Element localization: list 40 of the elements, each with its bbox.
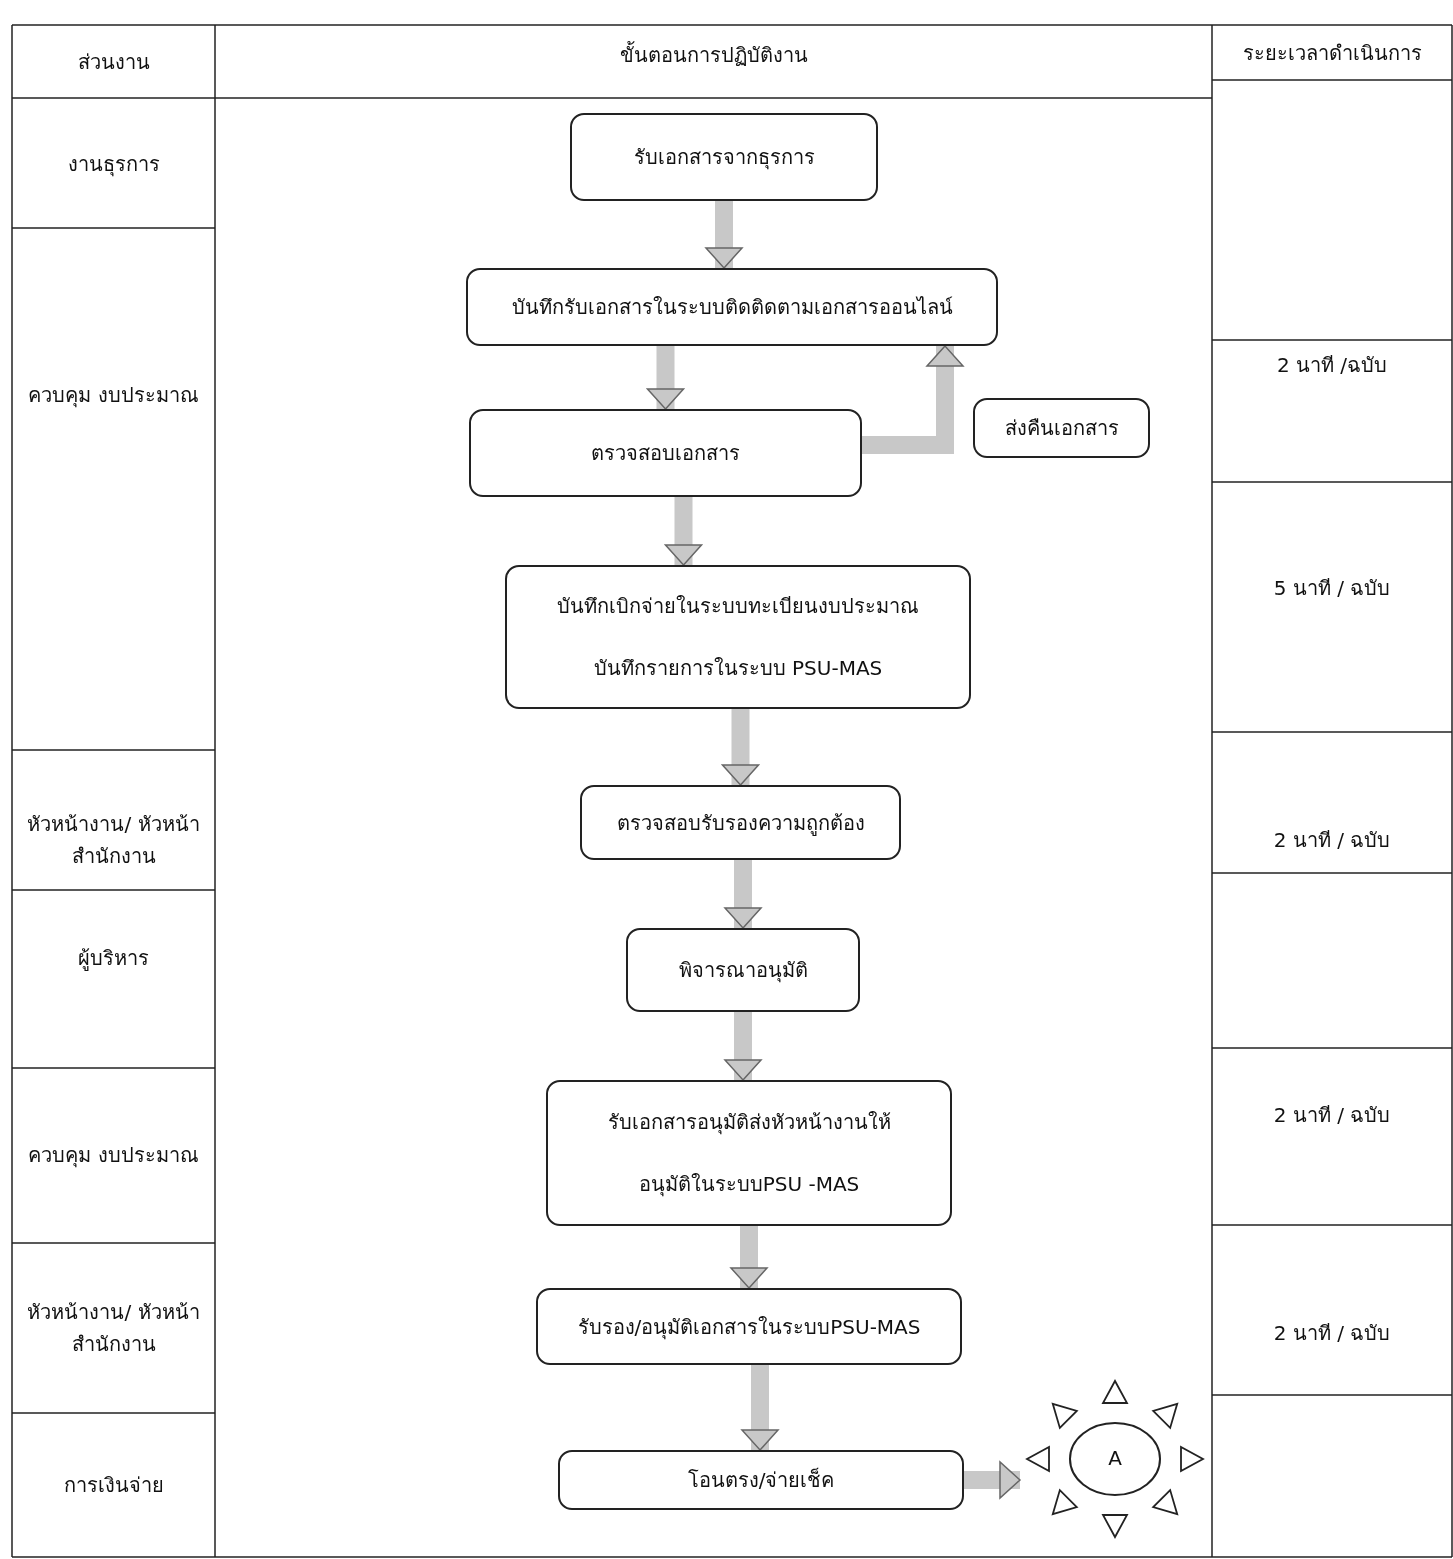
block-arrow (705, 201, 743, 269)
column-header: ขั้นตอนการปฏิบัติงาน (618, 40, 809, 69)
lane-label: การเงินจ่าย (62, 1472, 165, 1499)
column-header: ส่วนงาน (76, 48, 151, 76)
column-header: ระยะเวลาดำเนินการ (1241, 39, 1423, 67)
process-box (505, 565, 971, 709)
process-box: ตรวจสอบรับรองความถูกต้อง (580, 785, 901, 860)
step-text: รับเอกสารอนุมัติส่งหัวหน้างานให้ (607, 1109, 891, 1137)
process-box: พิจารณาอนุมัติ (626, 928, 860, 1012)
lane-label: ผู้บริหาร (77, 944, 150, 973)
process-box: โอนตรง/จ่ายเช็ค (558, 1450, 964, 1510)
process-box: ส่งคืนเอกสาร (973, 398, 1150, 458)
lane-label: ควบคุม งบประมาณ (27, 1142, 200, 1170)
step-text: บันทึกรายการในระบบ PSU-MAS (593, 655, 883, 682)
lane-label: หัวหน้างาน/ หัวหน้าสำนักงาน (26, 1298, 201, 1358)
block-arrow (664, 497, 703, 566)
connector-label: A (1107, 1446, 1123, 1470)
block-arrow (721, 709, 760, 786)
duration-text: 2 นาที /ฉบับ (1275, 352, 1389, 379)
process-box: รับรอง/อนุมัติเอกสารในระบบPSU-MAS (536, 1288, 962, 1365)
duration-text: 5 นาที / ฉบับ (1272, 574, 1392, 602)
block-arrow (964, 1461, 1021, 1499)
duration-text: 2 นาที / ฉบับ (1272, 827, 1392, 854)
step-text: อนุมัติในระบบPSU -MAS (638, 1171, 860, 1199)
process-box: ตรวจสอบเอกสาร (469, 409, 862, 497)
lane-label: หัวหน้างาน/ หัวหน้าสำนักงาน (26, 811, 201, 870)
lane-label: ควบคุม งบประมาณ (27, 382, 200, 410)
process-box: รับเอกสารจากธุรการ (570, 113, 878, 201)
block-arrow (741, 1365, 779, 1451)
block-arrow (724, 860, 762, 929)
block-arrow (730, 1226, 768, 1289)
block-arrow (646, 346, 685, 410)
duration-text: 2 นาที / ฉบับ (1272, 1320, 1392, 1347)
process-box: บันทึกรับเอกสารในระบบติดติดตามเอกสารออนไลน์ (466, 268, 998, 346)
lane-label: งานธุรการ (66, 151, 161, 179)
block-arrow (724, 1012, 762, 1081)
process-box (546, 1080, 952, 1226)
block-arrow (862, 345, 964, 454)
duration-text: 2 นาที / ฉบับ (1272, 1102, 1392, 1129)
step-text: บันทึกเบิกจ่ายในระบบทะเบียนงบประมาณ (557, 593, 919, 620)
